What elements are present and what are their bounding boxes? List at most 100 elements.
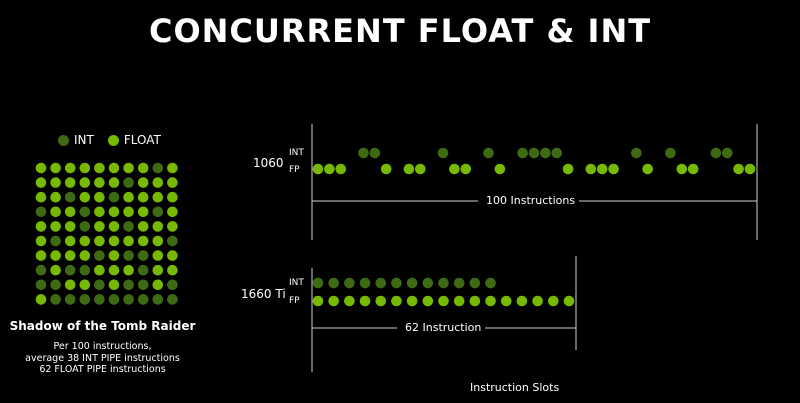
desc-line-3: 62 FLOAT PIPE instructions	[39, 364, 166, 375]
grid-float-dot	[79, 235, 91, 247]
grid-float-dot	[137, 235, 149, 247]
grid-int-dot	[137, 279, 149, 291]
gpu-1060-int-dot	[665, 147, 676, 159]
gpu-1660-fp-dot	[328, 295, 339, 307]
grid-float-dot	[94, 235, 105, 247]
gpu-1060-fp-label: FP	[289, 165, 300, 175]
grid-int-dot	[94, 250, 105, 261]
grid-float-dot	[79, 250, 91, 261]
gpu-1660-fp-dot	[548, 295, 559, 307]
gpu-1060-int-dot	[483, 147, 494, 159]
grid-int-dot	[137, 250, 149, 261]
grid-int-dot	[35, 264, 47, 276]
grid-float-dot	[152, 279, 164, 291]
grid-float-dot	[137, 191, 149, 203]
gpu-1660-fp-dot	[312, 295, 324, 307]
gpu-1660-span-label: 62 Instruction	[401, 321, 486, 334]
grid-float-dot	[94, 177, 105, 188]
gpu-1060-fp-dot	[449, 163, 460, 175]
gpu-1060-fp-dot	[608, 163, 619, 175]
gpu-1060-int-dot	[369, 147, 381, 159]
grid-int-dot	[152, 162, 164, 174]
grid-float-dot	[50, 250, 61, 261]
grid-int-dot	[94, 294, 105, 305]
grid-int-dot	[79, 221, 91, 232]
grid-float-dot	[123, 235, 134, 247]
gpu-1060-int-dot	[721, 147, 733, 159]
gpu-1660-int-dot	[375, 277, 387, 289]
grid-float-dot	[79, 191, 91, 203]
grid-float-dot	[35, 177, 47, 188]
grid-float-dot	[79, 162, 91, 174]
gpu-1660-int-dot	[469, 277, 481, 289]
grid-float-dot	[167, 191, 178, 203]
grid-int-dot	[64, 294, 76, 305]
gpu-1060-fp-dot	[460, 163, 472, 175]
gpu-1660-fp-dot	[406, 295, 418, 307]
grid-float-dot	[64, 250, 76, 261]
grid-int-dot	[123, 250, 134, 261]
grid-float-dot	[79, 279, 91, 291]
gpu-1660-label: 1660 Ti	[241, 287, 286, 301]
grid-float-dot	[35, 235, 47, 247]
grid-int-dot	[79, 294, 91, 305]
gpu-1060-fp-dot	[585, 163, 597, 175]
grid-float-dot	[50, 264, 61, 276]
grid-float-dot	[108, 221, 120, 232]
grid-int-dot	[35, 279, 47, 291]
gpu-1660-fp-dot	[422, 295, 434, 307]
grid-int-dot	[108, 294, 120, 305]
gpu-1660-fp-dot	[485, 295, 496, 307]
gpu-1660-fp-dot	[344, 295, 355, 307]
float-dot-icon	[107, 134, 119, 146]
grid-int-dot	[79, 264, 91, 276]
grid-float-dot	[152, 264, 164, 276]
grid-float-dot	[94, 191, 105, 203]
gpu-1660-fp-dot	[453, 295, 465, 307]
gpu-1660-int-label: INT	[289, 278, 304, 288]
gpu-1060-fp-dot	[733, 163, 744, 175]
grid-float-dot	[64, 235, 76, 247]
gpu-1060-fp-dot	[380, 163, 392, 175]
grid-int-dot	[152, 206, 164, 218]
grid-float-dot	[79, 177, 91, 188]
gpu-1660-int-dot	[344, 277, 355, 289]
grid-float-dot	[108, 235, 120, 247]
gpu-1660-fp-dot	[532, 295, 543, 307]
gpu-1660-fp-dot	[359, 295, 371, 307]
gpu-1060-int-dot	[358, 147, 369, 159]
grid-float-dot	[123, 191, 134, 203]
grid-int-dot	[50, 294, 61, 305]
gpu-1660-fp-dot	[563, 295, 575, 307]
grid-float-dot	[123, 264, 134, 276]
grid-float-dot	[137, 162, 149, 174]
grid-float-dot	[50, 177, 61, 188]
gpu-1660-int-dot	[422, 277, 434, 289]
gpu-1060-fp-dot	[335, 163, 347, 175]
gpu-1060-fp-dot	[596, 163, 608, 175]
grid-float-dot	[108, 162, 120, 174]
grid-int-dot	[137, 264, 149, 276]
gpu-1060-fp-dot	[676, 163, 688, 175]
grid-int-dot	[123, 221, 134, 232]
gpu-1660-int-dot	[359, 277, 371, 289]
grid-float-dot	[152, 250, 164, 261]
gpu-1660-fp-dot	[500, 295, 512, 307]
gpu-1060-fp-dot	[324, 163, 335, 175]
grid-float-dot	[123, 206, 134, 218]
grid-int-dot	[79, 206, 91, 218]
grid-float-dot	[152, 177, 164, 188]
gpu-1060-fp-dot	[312, 163, 324, 175]
gpu-1660-fp-label: FP	[289, 296, 300, 306]
grid-float-dot	[64, 206, 76, 218]
grid-float-dot	[108, 177, 120, 188]
game-description: Per 100 instructions, average 38 INT PIP…	[0, 341, 205, 376]
gpu-1660-int-dot	[453, 277, 465, 289]
legend-float: FLOAT	[107, 133, 161, 147]
grid-float-dot	[167, 264, 178, 276]
grid-float-dot	[167, 206, 178, 218]
grid-float-dot	[137, 177, 149, 188]
axis-label: Instruction Slots	[470, 381, 560, 394]
grid-float-dot	[167, 250, 178, 261]
grid-float-dot	[152, 221, 164, 232]
